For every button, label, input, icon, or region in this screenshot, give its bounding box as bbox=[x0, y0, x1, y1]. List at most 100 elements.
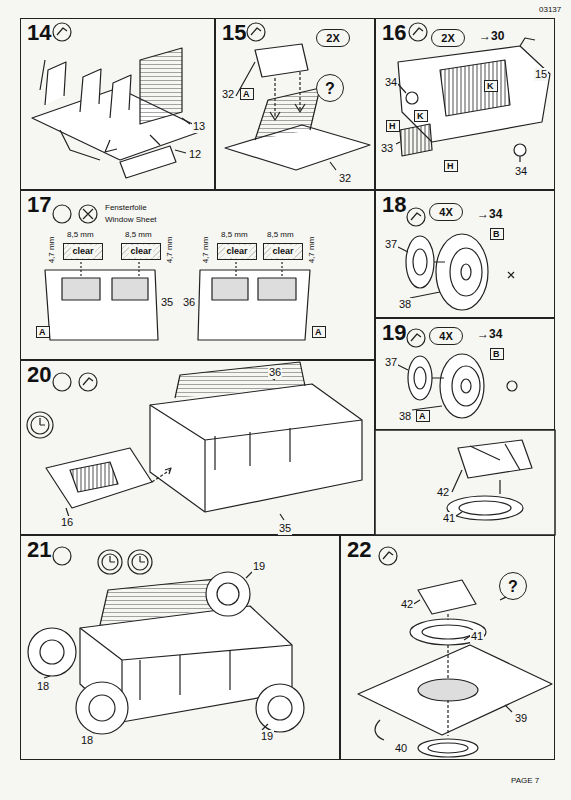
window-label: clear bbox=[271, 245, 294, 258]
step-number: 19 bbox=[382, 320, 406, 346]
callout-number: 18 bbox=[80, 734, 94, 747]
hull-body bbox=[46, 362, 362, 520]
step-panel: 22? bbox=[340, 535, 555, 760]
complete-vehicle bbox=[206, 572, 250, 616]
step-number: 15 bbox=[222, 20, 246, 46]
callout-number: 38 bbox=[398, 410, 412, 423]
hood-part bbox=[406, 92, 418, 104]
complete-vehicle bbox=[28, 628, 76, 676]
complete-vehicle bbox=[44, 572, 268, 736]
glue-icons bbox=[53, 547, 71, 565]
glue-icons bbox=[53, 23, 71, 41]
dimension: 4,7 mm bbox=[201, 236, 211, 265]
hood-part bbox=[400, 124, 432, 156]
turret-assembly bbox=[447, 700, 448, 736]
step-reference: →34 bbox=[476, 328, 503, 341]
callout-number: PAGE 7 bbox=[510, 776, 540, 786]
symbol-text: 4X bbox=[439, 330, 452, 343]
step-number: 16 bbox=[382, 20, 406, 46]
clock-icons bbox=[27, 412, 152, 574]
hood-part bbox=[514, 144, 526, 156]
wheel-19 bbox=[396, 354, 517, 418]
step-number: 20 bbox=[27, 362, 51, 388]
turret-parts bbox=[452, 470, 500, 516]
callout-number: 37 bbox=[384, 356, 398, 369]
step-panel: 152X? bbox=[215, 18, 375, 190]
callout-number: 8,5 mm bbox=[66, 230, 95, 240]
callout-number: 35 bbox=[278, 522, 292, 535]
hull-body bbox=[165, 468, 171, 474]
marker-flag: H bbox=[444, 160, 458, 172]
callout-number: 37 bbox=[384, 238, 398, 251]
wheel-18 bbox=[406, 236, 434, 288]
window-panels bbox=[258, 278, 296, 300]
step-number: 14 bbox=[27, 20, 51, 46]
glue-icons bbox=[79, 373, 97, 391]
callout-number: 39 bbox=[514, 712, 528, 725]
marker-flag: K bbox=[484, 80, 498, 92]
callout-number: 35 bbox=[160, 296, 174, 309]
callout-number: 36 bbox=[268, 366, 282, 379]
complete-vehicle bbox=[256, 684, 304, 732]
seat-part bbox=[225, 44, 370, 170]
window-sheet-box: clear bbox=[217, 243, 257, 260]
clock-icons bbox=[98, 550, 122, 574]
symbol-text: 2X bbox=[326, 32, 339, 45]
multiplier-oval: 2X bbox=[316, 29, 350, 47]
turret-parts bbox=[447, 440, 532, 520]
wheel-19 bbox=[461, 379, 471, 393]
clock-icons bbox=[40, 418, 45, 425]
callout-number: 19 bbox=[252, 560, 266, 573]
turret-assembly bbox=[422, 625, 474, 639]
marker-flag: B bbox=[490, 228, 504, 240]
clock-icons bbox=[27, 412, 53, 438]
panel-border bbox=[375, 430, 555, 535]
glue-icons bbox=[53, 205, 71, 223]
complete-vehicle bbox=[40, 640, 64, 664]
hood-part bbox=[396, 84, 520, 162]
complete-vehicle bbox=[268, 696, 292, 720]
marker-flag: H bbox=[386, 120, 400, 132]
hull-body bbox=[70, 462, 118, 492]
window-panels bbox=[45, 262, 310, 340]
interior-assembly bbox=[45, 62, 131, 118]
callout-number: 16 bbox=[60, 516, 74, 529]
hull-body bbox=[215, 428, 290, 470]
callout-number: 32 bbox=[221, 88, 235, 101]
window-label: clear bbox=[129, 245, 152, 258]
callout-number: Window Sheet bbox=[104, 215, 158, 225]
window-panels bbox=[212, 278, 248, 300]
callout-number: 32 bbox=[338, 172, 352, 185]
callout-number: 18 bbox=[36, 680, 50, 693]
window-panels bbox=[62, 278, 100, 300]
marker-flag: A bbox=[416, 410, 430, 422]
callout-number: 8,5 mm bbox=[266, 230, 295, 240]
wheel-18 bbox=[461, 264, 471, 280]
step-number: 21 bbox=[27, 537, 51, 563]
glue-icons bbox=[83, 209, 93, 219]
window-panels bbox=[81, 262, 282, 278]
callout-number: Fensterfolie bbox=[104, 203, 148, 213]
symbol-text: 4X bbox=[439, 206, 452, 219]
window-panels bbox=[112, 278, 148, 300]
glue-icons bbox=[53, 373, 71, 391]
callout-number: 40 bbox=[394, 742, 408, 755]
wheel-18 bbox=[413, 249, 427, 275]
hull-body bbox=[150, 384, 362, 512]
glue-icons bbox=[409, 23, 427, 41]
step-reference: →30 bbox=[478, 30, 505, 43]
clock-icons bbox=[110, 556, 115, 562]
wheel-18 bbox=[396, 234, 514, 310]
marker-flag: A bbox=[312, 326, 326, 338]
step-number: 18 bbox=[382, 192, 406, 218]
symbol-text: ? bbox=[508, 580, 518, 593]
hull-body bbox=[268, 376, 284, 520]
glue-icons bbox=[413, 28, 423, 35]
window-label: clear bbox=[71, 245, 94, 258]
clock-icons bbox=[140, 556, 145, 562]
complete-vehicle bbox=[28, 572, 304, 736]
complete-vehicle bbox=[140, 650, 230, 700]
clock-icons bbox=[132, 554, 148, 570]
glue-icons bbox=[411, 213, 421, 220]
